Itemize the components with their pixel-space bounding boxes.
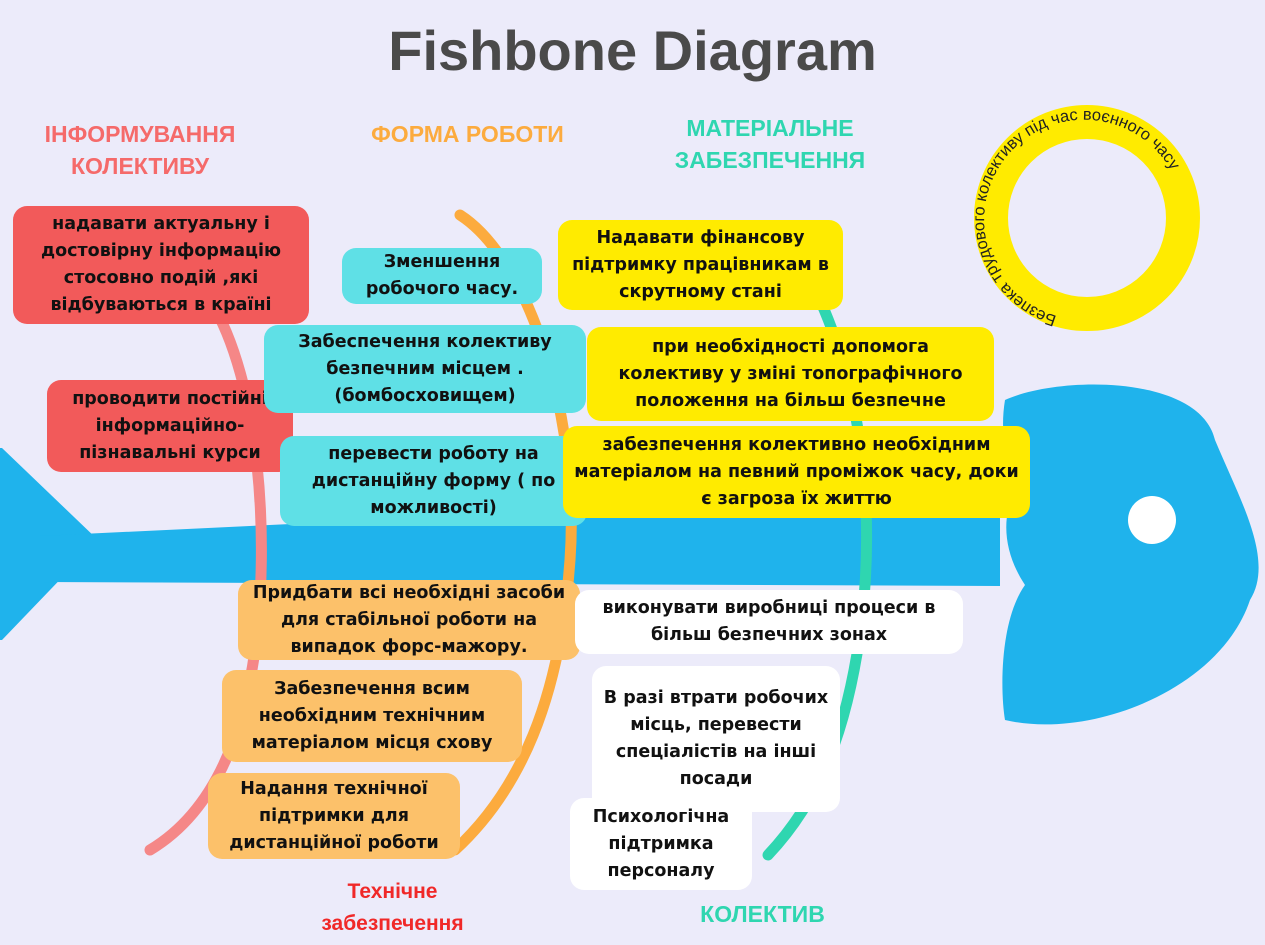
cause-box: Забеспечення колективу безпечним місцем … xyxy=(264,325,586,413)
cause-box: Надавати фінансову підтримку працівникам… xyxy=(558,220,843,310)
fish-eye xyxy=(1128,496,1176,544)
cause-box: Зменшення робочого часу. xyxy=(342,248,542,304)
cause-box: Придбати всі необхідні засоби для стабіл… xyxy=(238,580,580,660)
cause-box: В разі втрати робочих місць, перевести с… xyxy=(592,666,840,812)
cause-box: Надання технічної підтримки для дистанці… xyxy=(208,773,460,859)
cause-box: проводити постійні інформаційно-пізнавал… xyxy=(47,380,293,472)
cause-box: при необхідності допомога колективу у зм… xyxy=(587,327,994,421)
cause-box: надавати актуальну і достовірну інформац… xyxy=(13,206,309,324)
fish-head xyxy=(1002,384,1259,725)
cause-box: перевести роботу на дистанційну форму ( … xyxy=(280,436,587,526)
page-title: Fishbone Diagram xyxy=(388,19,877,82)
category-informing: ІНФОРМУВАННЯ КОЛЕКТИВУ xyxy=(44,121,236,179)
category-material: МАТЕРІАЛЬНЕ ЗАБЕЗПЕЧЕННЯ xyxy=(674,115,866,173)
category-technical: Технічне забезпечення xyxy=(321,880,464,935)
cause-box: забезпечення колективно необхідним матер… xyxy=(563,426,1030,518)
category-work-form: ФОРМА РОБОТИ xyxy=(371,121,564,147)
cause-box: Забезпечення всим необхідним технічним м… xyxy=(222,670,522,762)
category-team: КОЛЕКТИВ xyxy=(700,901,825,927)
goal-ring: Безпека трудового колективу під час воєн… xyxy=(970,105,1200,331)
cause-box: Психологічна підтримка персоналу xyxy=(570,798,752,890)
cause-box: виконувати виробниці процеси в більш без… xyxy=(575,590,963,654)
